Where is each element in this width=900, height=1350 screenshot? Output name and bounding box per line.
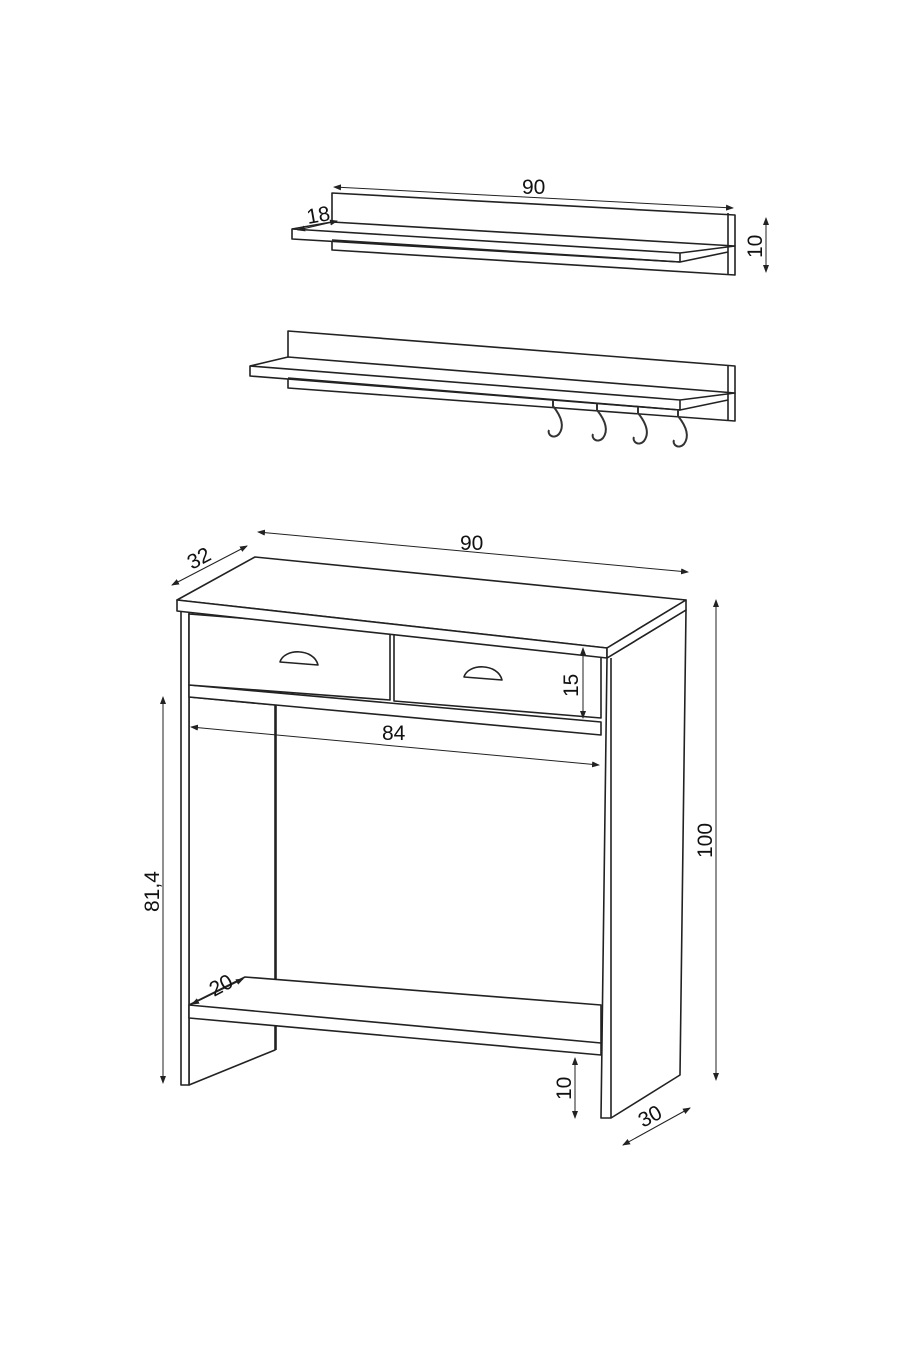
console-table	[176, 556, 687, 1119]
shelf-with-hooks	[249, 330, 736, 448]
shelf-width-label: 90	[522, 176, 545, 199]
drawer-handle-left	[279, 651, 319, 666]
leg-height-label: 81,4	[141, 871, 164, 912]
inner-width-label: 84	[382, 722, 406, 745]
total-height-label: 100	[694, 823, 717, 858]
console-width-label: 90	[460, 532, 483, 555]
side-depth-label: 30	[635, 1101, 666, 1132]
floor-clearance-label: 10	[553, 1077, 576, 1100]
drawer-height-label: 15	[560, 674, 583, 697]
shelf-height-label: 10	[744, 235, 767, 258]
console-depth-label: 32	[184, 543, 215, 574]
shelf-dimensions: 90 18 10	[297, 176, 769, 273]
shelf-plain	[291, 192, 736, 276]
drawer-handle-right	[463, 666, 503, 681]
shelf-depth-label: 18	[305, 202, 332, 229]
hook-icons	[547, 400, 688, 448]
